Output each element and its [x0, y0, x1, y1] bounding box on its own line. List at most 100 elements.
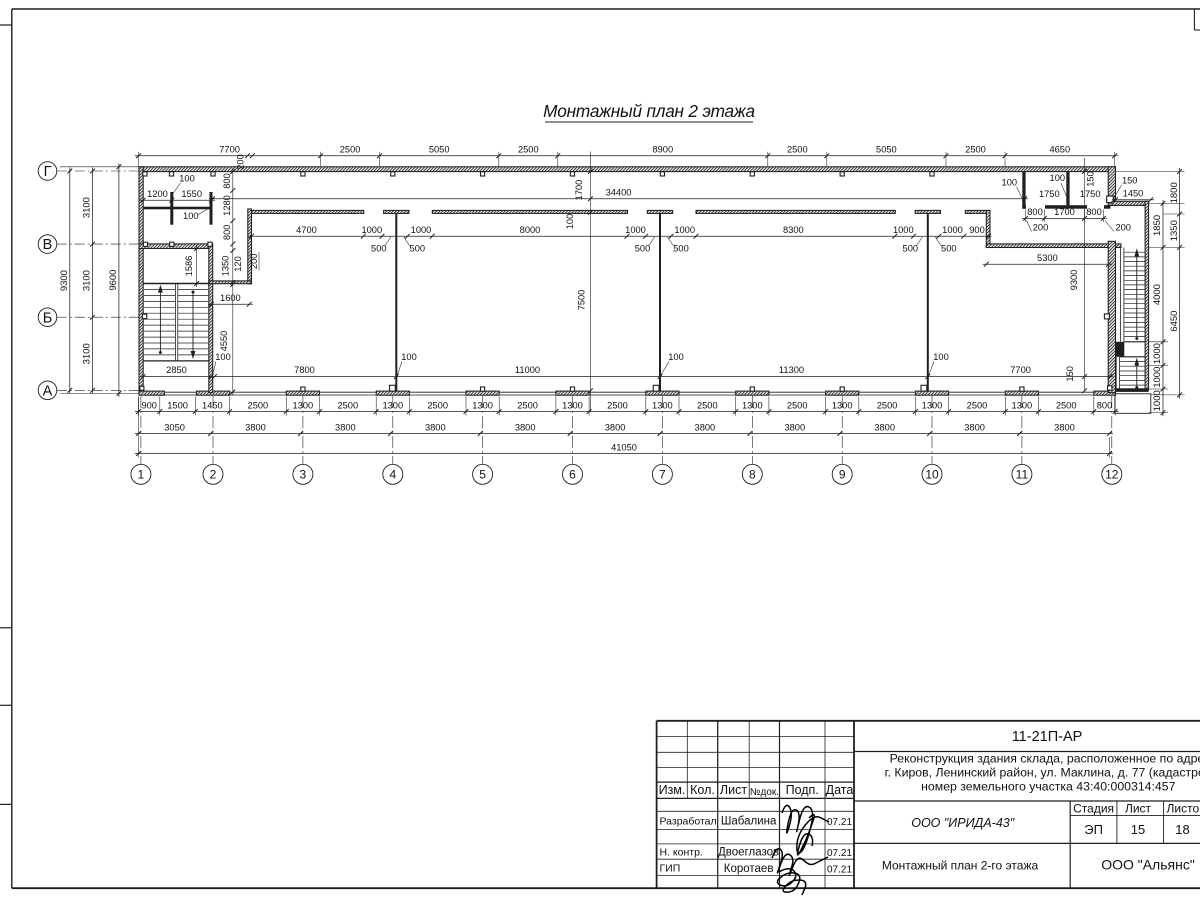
svg-text:9300: 9300 — [1069, 270, 1079, 291]
svg-text:3100: 3100 — [82, 343, 93, 364]
svg-text:Г: Г — [44, 164, 52, 180]
svg-text:100: 100 — [401, 352, 417, 362]
svg-text:07.21: 07.21 — [827, 864, 852, 875]
svg-text:3800: 3800 — [964, 422, 985, 432]
svg-text:2500: 2500 — [965, 145, 986, 155]
svg-text:А: А — [43, 383, 53, 399]
svg-text:3050: 3050 — [164, 422, 185, 432]
svg-text:1550: 1550 — [181, 189, 202, 199]
svg-text:2850: 2850 — [166, 365, 187, 375]
svg-text:1850: 1850 — [1152, 215, 1163, 236]
svg-text:100: 100 — [668, 352, 684, 362]
svg-text:200: 200 — [1115, 222, 1131, 232]
svg-text:Н. контр.: Н. контр. — [660, 846, 703, 858]
svg-text:2500: 2500 — [1056, 400, 1077, 410]
svg-text:Кол.: Кол. — [690, 783, 715, 797]
svg-text:1750: 1750 — [1080, 189, 1101, 199]
svg-text:1000: 1000 — [1152, 367, 1163, 388]
svg-text:8: 8 — [749, 468, 756, 482]
svg-text:г. Киров, Ленинский район, ул.: г. Киров, Ленинский район, ул. Маклина, … — [885, 766, 1200, 780]
svg-text:1350: 1350 — [221, 256, 231, 277]
svg-text:Двоеглазов: Двоеглазов — [718, 847, 779, 859]
svg-text:Подп.: Подп. — [786, 783, 819, 797]
svg-text:150: 150 — [1065, 366, 1075, 382]
svg-text:41050: 41050 — [611, 442, 637, 452]
svg-text:2500: 2500 — [787, 145, 808, 155]
svg-text:1000: 1000 — [361, 225, 382, 235]
svg-text:15: 15 — [1131, 822, 1145, 837]
svg-text:800: 800 — [1027, 207, 1043, 217]
svg-text:9300: 9300 — [59, 270, 70, 291]
svg-text:6450: 6450 — [1169, 311, 1180, 332]
svg-text:11-21П-АР: 11-21П-АР — [1012, 729, 1083, 745]
svg-text:Изм.: Изм. — [659, 783, 686, 797]
svg-text:3800: 3800 — [335, 422, 356, 432]
svg-text:2500: 2500 — [340, 145, 361, 155]
svg-text:2500: 2500 — [427, 400, 448, 410]
svg-text:3100: 3100 — [82, 270, 93, 291]
svg-text:Листов: Листов — [1167, 802, 1200, 816]
svg-text:9: 9 — [839, 468, 846, 482]
svg-text:3800: 3800 — [784, 422, 805, 432]
svg-text:1700: 1700 — [574, 180, 584, 201]
svg-text:1000: 1000 — [893, 225, 914, 235]
svg-text:3800: 3800 — [245, 422, 266, 432]
svg-text:9600: 9600 — [108, 270, 119, 291]
svg-text:№док.: №док. — [750, 787, 779, 798]
svg-text:18: 18 — [1175, 822, 1189, 837]
svg-text:Коротаев: Коротаев — [724, 863, 774, 875]
svg-text:120: 120 — [233, 256, 243, 272]
svg-text:3800: 3800 — [515, 422, 536, 432]
svg-text:3100: 3100 — [82, 197, 93, 218]
svg-text:800: 800 — [1097, 400, 1113, 410]
svg-text:Монтажный план 2-го этажа: Монтажный план 2-го этажа — [882, 858, 1039, 872]
svg-text:Б: Б — [43, 310, 53, 326]
svg-text:ГИП: ГИП — [660, 863, 681, 875]
svg-text:7700: 7700 — [1010, 365, 1031, 375]
svg-text:3800: 3800 — [1054, 422, 1075, 432]
svg-text:2: 2 — [210, 468, 217, 482]
svg-text:2500: 2500 — [787, 400, 808, 410]
svg-text:800: 800 — [222, 173, 232, 189]
svg-text:3800: 3800 — [874, 422, 895, 432]
svg-text:1600: 1600 — [220, 293, 241, 303]
svg-text:2500: 2500 — [248, 400, 269, 410]
svg-text:1450: 1450 — [202, 400, 223, 410]
svg-text:2500: 2500 — [967, 400, 988, 410]
svg-text:07.21: 07.21 — [827, 848, 852, 859]
svg-text:500: 500 — [371, 244, 387, 254]
svg-text:1280: 1280 — [222, 195, 232, 216]
svg-text:900: 900 — [969, 225, 985, 235]
svg-text:5300: 5300 — [1037, 253, 1058, 263]
svg-text:2500: 2500 — [607, 400, 628, 410]
svg-text:200: 200 — [236, 154, 246, 170]
svg-text:100: 100 — [215, 352, 231, 362]
svg-text:900: 900 — [141, 400, 157, 410]
svg-text:1350: 1350 — [1169, 220, 1180, 241]
svg-text:4650: 4650 — [1049, 145, 1070, 155]
svg-text:3800: 3800 — [605, 422, 626, 432]
svg-text:ООО "ИРИДА-43": ООО "ИРИДА-43" — [911, 816, 1015, 830]
svg-text:500: 500 — [903, 244, 919, 254]
svg-text:1500: 1500 — [167, 400, 188, 410]
svg-text:7: 7 — [659, 468, 666, 482]
svg-text:8900: 8900 — [652, 145, 673, 155]
svg-text:Реконструкция здания склада, р: Реконструкция здания склада, расположенн… — [890, 752, 1200, 766]
svg-text:34400: 34400 — [606, 188, 632, 198]
svg-text:2500: 2500 — [877, 400, 898, 410]
svg-text:4: 4 — [389, 468, 396, 482]
svg-text:Дата: Дата — [826, 783, 854, 797]
svg-text:ООО "Альянс": ООО "Альянс" — [1101, 857, 1195, 873]
svg-text:200: 200 — [1033, 222, 1049, 232]
svg-text:500: 500 — [635, 244, 651, 254]
svg-text:7700: 7700 — [219, 145, 240, 155]
svg-text:1300: 1300 — [652, 400, 673, 410]
svg-text:1300: 1300 — [832, 400, 853, 410]
svg-text:8000: 8000 — [520, 225, 541, 235]
svg-text:7500: 7500 — [577, 290, 587, 311]
svg-text:3800: 3800 — [695, 422, 716, 432]
svg-text:Лист: Лист — [720, 783, 747, 797]
svg-text:100: 100 — [1002, 177, 1018, 187]
svg-text:6: 6 — [569, 468, 576, 482]
svg-text:1586: 1586 — [184, 256, 194, 277]
